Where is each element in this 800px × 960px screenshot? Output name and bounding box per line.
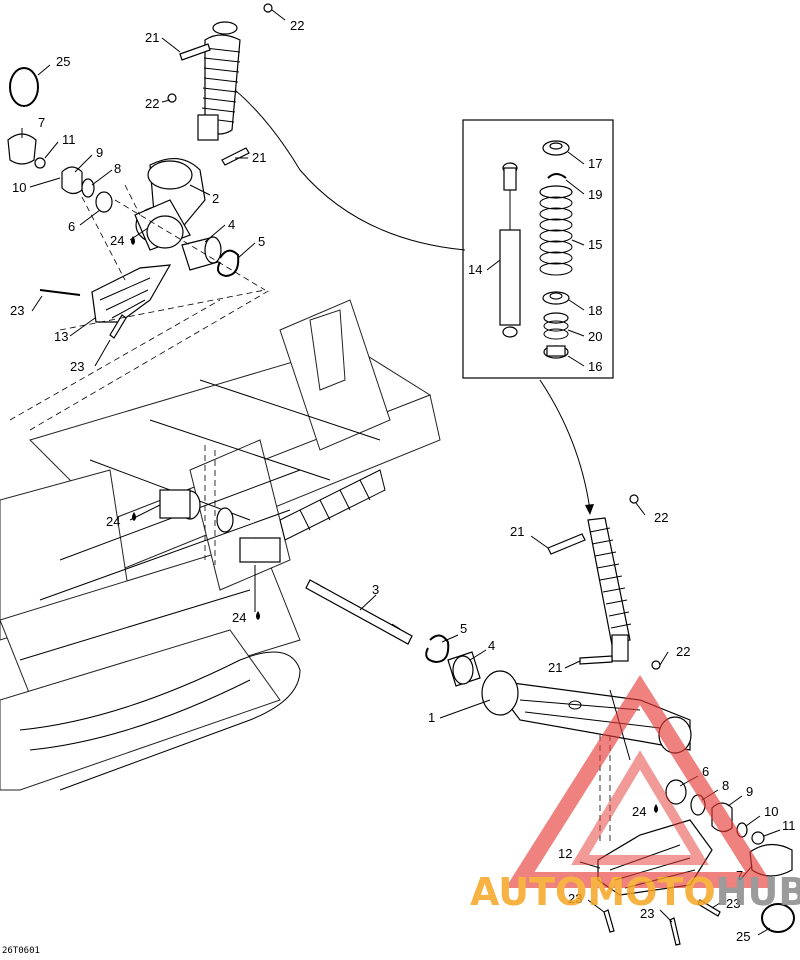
vehicle-frame: [0, 289, 441, 791]
callout-4: 4: [228, 217, 235, 232]
callout-14: 14: [468, 262, 482, 277]
callout-23: 23: [70, 359, 84, 374]
callout-11: 11: [62, 132, 76, 147]
callout-4: 4: [488, 638, 495, 653]
callout-12: 12: [558, 846, 572, 861]
callout-24: 24: [110, 233, 124, 248]
callout-25: 25: [56, 54, 70, 69]
callout-22: 22: [290, 18, 304, 33]
callout-5: 5: [460, 621, 467, 636]
callout-24: 24: [232, 610, 246, 625]
callout-6: 6: [68, 219, 75, 234]
callout-23: 23: [726, 896, 740, 911]
callout-19: 19: [588, 187, 602, 202]
callout-22: 22: [145, 96, 159, 111]
callout-9: 9: [96, 145, 103, 160]
callout-22: 22: [654, 510, 668, 525]
callout-8: 8: [114, 161, 121, 176]
grease-drop-icon: [256, 611, 260, 620]
drawing-code: 26T0601: [2, 946, 40, 956]
grease-drop-icon: [131, 236, 135, 245]
callout-20: 20: [588, 329, 602, 344]
callout-24: 24: [106, 514, 120, 529]
lower-shock-absorber: [587, 517, 632, 662]
damper-body: [499, 162, 521, 338]
grease-drop-icons: [131, 236, 658, 813]
coil-spring: [539, 185, 573, 276]
callout-23: 23: [10, 303, 24, 318]
grease-drop-icon: [132, 512, 136, 521]
upper-shock-absorber: [197, 21, 241, 141]
callout-25: 25: [736, 929, 750, 944]
shock-detail-inset: [462, 119, 614, 379]
callout-15: 15: [588, 237, 602, 252]
callout-3: 3: [372, 582, 379, 597]
callout-11: 11: [782, 818, 796, 833]
pivot-axle: [305, 579, 413, 645]
swing-arm-left: [134, 158, 206, 251]
callout-18: 18: [588, 303, 602, 318]
callout-6: 6: [702, 764, 709, 779]
callout-8: 8: [722, 778, 729, 793]
callout-16: 16: [588, 359, 602, 374]
inset-frame: [462, 119, 614, 379]
callout-2: 2: [212, 191, 219, 206]
callout-21: 21: [510, 524, 524, 539]
callout-21: 21: [548, 660, 562, 675]
callout-23: 23: [568, 891, 582, 906]
callout-7: 7: [38, 115, 45, 130]
callout-1: 1: [428, 710, 435, 725]
lower-right-assembly: [305, 494, 795, 946]
upper-left-assembly: [7, 3, 273, 339]
inset-to-lower-shock-arrow: [539, 379, 591, 511]
callout-10: 10: [12, 180, 26, 195]
grease-drop-icon: [654, 804, 658, 813]
watermark-text-auto: AUTOMOTOHUB: [470, 870, 800, 914]
inset-to-upper-shock-arrow: [234, 89, 466, 251]
callout-5: 5: [258, 234, 265, 249]
callout-21: 21: [252, 150, 266, 165]
watermark-triangle-logo: [505, 675, 775, 888]
callout-22: 22: [676, 644, 690, 659]
callout-17: 17: [588, 156, 602, 171]
automotohub-watermark: AUTOMOTOHUB: [470, 675, 800, 914]
callout-13: 13: [54, 329, 68, 344]
callout-10: 10: [764, 804, 778, 819]
callout-9: 9: [746, 784, 753, 799]
callout-23: 23: [640, 906, 654, 921]
callout-21: 21: [145, 30, 159, 45]
callout-24: 24: [632, 804, 646, 819]
